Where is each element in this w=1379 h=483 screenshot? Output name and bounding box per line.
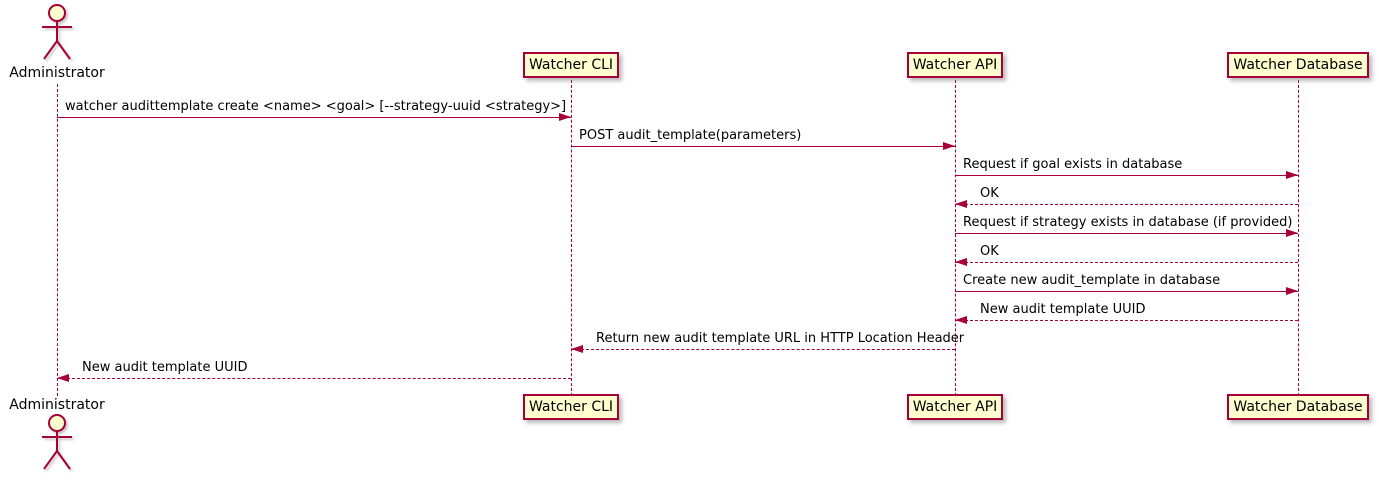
arrowhead-2 bbox=[1286, 171, 1298, 179]
actor-figure-top-admin bbox=[37, 3, 77, 69]
participant-label-db: Watcher Database bbox=[1233, 399, 1363, 415]
arrowhead-0 bbox=[559, 113, 571, 121]
message-line-0 bbox=[57, 117, 571, 118]
message-label-6: Create new audit_template in database bbox=[963, 273, 1221, 288]
message-line-7 bbox=[955, 320, 1298, 321]
message-line-5 bbox=[955, 262, 1298, 263]
message-label-8: Return new audit template URL in HTTP Lo… bbox=[596, 331, 965, 346]
message-line-9 bbox=[57, 378, 571, 379]
participant-box-bottom-cli: Watcher CLI bbox=[523, 394, 619, 420]
message-label-5: OK bbox=[980, 244, 999, 259]
message-label-1: POST audit_template(parameters) bbox=[579, 128, 802, 143]
message-line-1 bbox=[571, 146, 955, 147]
participant-label-api: Watcher API bbox=[912, 399, 998, 415]
arrowhead-9 bbox=[57, 374, 69, 382]
actor-figure-bottom-admin bbox=[37, 413, 77, 479]
message-line-2 bbox=[955, 175, 1298, 176]
message-line-8 bbox=[571, 349, 955, 350]
message-line-3 bbox=[955, 204, 1298, 205]
participant-box-top-cli: Watcher CLI bbox=[523, 52, 619, 78]
arrowhead-8 bbox=[571, 345, 583, 353]
lifeline-cli bbox=[570, 80, 572, 396]
participant-label-cli: Watcher CLI bbox=[528, 57, 614, 73]
participant-box-bottom-api: Watcher API bbox=[907, 394, 1003, 420]
arrowhead-4 bbox=[1286, 229, 1298, 237]
message-label-3: OK bbox=[980, 186, 999, 201]
participant-box-top-db: Watcher Database bbox=[1227, 52, 1369, 78]
arrowhead-6 bbox=[1286, 287, 1298, 295]
actor-label-top-admin: Administrator bbox=[9, 65, 105, 81]
message-line-6 bbox=[955, 291, 1298, 292]
lifeline-db bbox=[1297, 80, 1299, 396]
lifeline-api bbox=[954, 80, 956, 396]
participant-box-bottom-db: Watcher Database bbox=[1227, 394, 1369, 420]
participant-box-top-api: Watcher API bbox=[907, 52, 1003, 78]
arrowhead-1 bbox=[943, 142, 955, 150]
arrowhead-3 bbox=[955, 200, 967, 208]
participant-label-db: Watcher Database bbox=[1233, 57, 1363, 73]
message-label-0: watcher audittemplate create <name> <goa… bbox=[65, 99, 567, 114]
message-label-9: New audit template UUID bbox=[82, 360, 248, 375]
actor-label-bottom-admin: Administrator bbox=[9, 397, 105, 413]
message-line-4 bbox=[955, 233, 1298, 234]
arrowhead-5 bbox=[955, 258, 967, 266]
message-label-2: Request if goal exists in database bbox=[963, 157, 1183, 172]
message-label-7: New audit template UUID bbox=[980, 302, 1146, 317]
participant-label-api: Watcher API bbox=[912, 57, 998, 73]
message-label-4: Request if strategy exists in database (… bbox=[963, 215, 1293, 230]
arrowhead-7 bbox=[955, 316, 967, 324]
participant-label-cli: Watcher CLI bbox=[528, 399, 614, 415]
lifeline-admin bbox=[56, 84, 58, 396]
